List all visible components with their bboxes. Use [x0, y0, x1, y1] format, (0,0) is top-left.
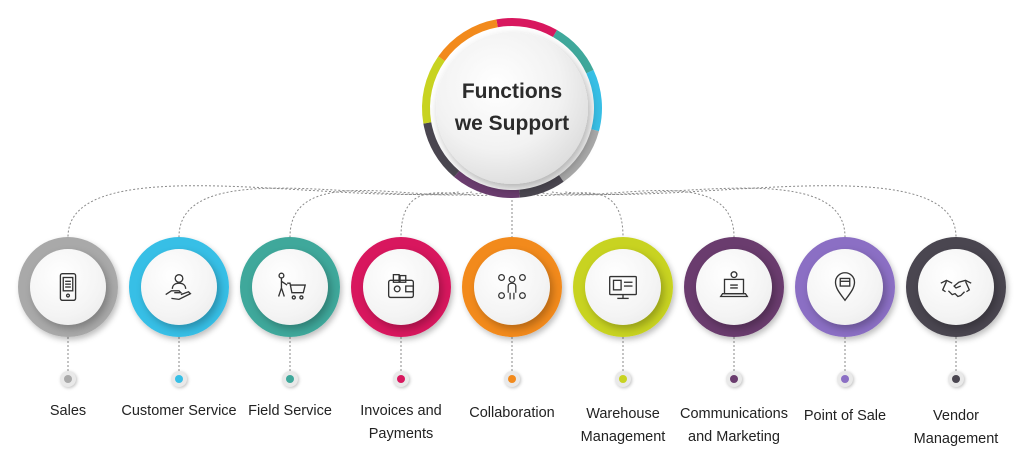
node-label-sales: Sales — [3, 400, 133, 423]
label-line1: Sales — [49, 403, 87, 419]
handshake-icon — [940, 279, 972, 298]
hub-ring-segment — [422, 56, 445, 124]
node-label-point-of-sale: Point of Sale — [780, 405, 910, 428]
connector-line — [67, 185, 459, 238]
hub-ring-segment — [558, 129, 599, 182]
label-line1: Customer Service — [121, 403, 237, 419]
hub-ring-segment — [519, 175, 564, 198]
hub-ring-segment — [454, 170, 520, 198]
hub-title: Functions we Support — [420, 16, 604, 200]
node-label-communications-and-marketing: Communications and Marketing — [669, 403, 799, 449]
node-invoices-and-payments — [351, 237, 451, 337]
label-line1: Warehouse — [586, 406, 660, 422]
node-icon-circle — [363, 249, 439, 325]
node-dot-sales — [60, 371, 76, 387]
node-dot-communications-and-marketing — [726, 371, 742, 387]
laptop-user-icon — [719, 271, 749, 298]
hub-ring-segment — [496, 18, 557, 38]
connector-line — [178, 187, 473, 238]
node-icon-circle — [474, 249, 550, 325]
label-line1: Point of Sale — [803, 408, 887, 424]
node-sales — [18, 237, 118, 337]
label-line1: Vendor — [933, 408, 979, 424]
node-label-field-service: Field Service — [225, 400, 355, 423]
node-dot-collaboration — [504, 371, 520, 387]
node-dot-customer-service — [171, 371, 187, 387]
node-icon-circle — [141, 249, 217, 325]
node-dot-point-of-sale — [837, 371, 853, 387]
hub-inner-circle — [436, 32, 588, 184]
label-line2: Management — [913, 431, 999, 447]
node-communications-and-marketing — [684, 237, 784, 337]
node-label-customer-service: Customer Service — [114, 400, 244, 423]
node-dot-field-service — [282, 371, 298, 387]
node-label-collaboration: Collaboration — [447, 402, 577, 425]
node-dot-vendor-management — [948, 371, 964, 387]
connector-line — [400, 191, 499, 238]
label-line1: Invoices and — [360, 403, 442, 419]
node-icon-circle — [696, 249, 772, 325]
hub-ring-segment — [552, 30, 594, 74]
node-icon-circle — [252, 249, 328, 325]
shopping-cart-person-icon — [277, 272, 307, 300]
connector-line — [565, 185, 957, 238]
label-line1: Communications — [680, 406, 788, 422]
mobile-pos-icon — [59, 273, 77, 301]
label-line1: Collaboration — [469, 405, 555, 421]
monitor-icon — [609, 275, 637, 300]
wallet-icon — [387, 273, 415, 299]
hub-ring-segment — [586, 69, 602, 132]
label-line1: Field Service — [248, 403, 332, 419]
hub-circle: Functions we Support — [420, 16, 604, 200]
node-customer-service — [129, 237, 229, 337]
node-field-service — [240, 237, 340, 337]
node-dot-invoices-and-payments — [393, 371, 409, 387]
node-point-of-sale — [795, 237, 895, 337]
node-warehouse-management — [573, 237, 673, 337]
customer-hand-icon — [165, 273, 192, 301]
node-dot-warehouse-management — [615, 371, 631, 387]
node-icon-circle — [918, 249, 994, 325]
hub-ring-segment — [438, 19, 498, 62]
hub-title-line2: we Support — [454, 112, 570, 135]
collaboration-icon — [498, 274, 526, 300]
hub-ring-segment — [423, 122, 460, 177]
node-icon-circle — [807, 249, 883, 325]
connector-line — [525, 191, 624, 238]
node-icon-circle — [30, 249, 106, 325]
hub-title-line1: Functions — [461, 80, 563, 103]
label-line2: Payments — [368, 426, 434, 442]
node-icon-circle — [585, 249, 661, 325]
hub-ring — [422, 18, 602, 198]
connector-line — [551, 187, 846, 238]
node-collaboration — [462, 237, 562, 337]
label-line2: and Marketing — [688, 429, 780, 445]
location-pin-icon — [834, 272, 856, 302]
node-vendor-management — [906, 237, 1006, 337]
label-line2: Management — [580, 429, 666, 445]
